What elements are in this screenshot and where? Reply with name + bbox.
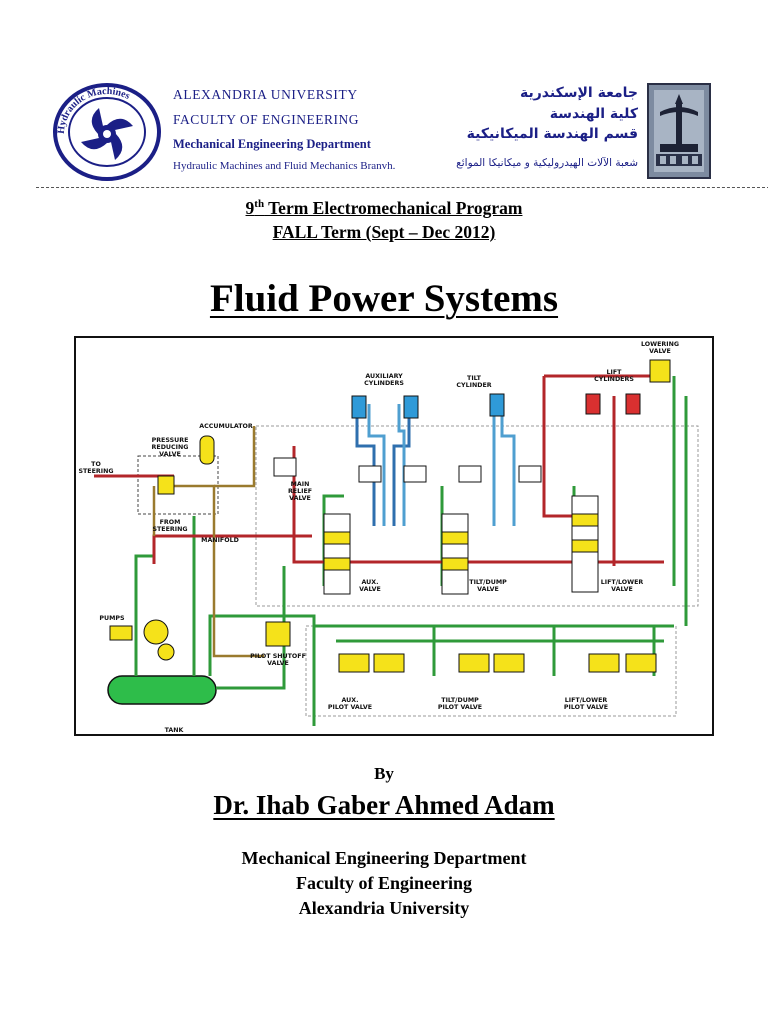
affiliation-university: Alexandria University: [298, 898, 470, 918]
label-aux-pilot-valve: AUX.PILOT VALVE: [328, 697, 372, 711]
document-title: Fluid Power Systems: [209, 277, 559, 320]
affiliation-department: Mechanical Engineering Department: [241, 848, 527, 868]
affiliation-faculty: Faculty of Engineering: [296, 873, 472, 893]
label-tank: TANK: [165, 727, 185, 734]
label-aux-valve: AUX.VALVE: [359, 579, 381, 593]
department-name-en: Mechanical Engineering Department: [173, 137, 371, 151]
department-name-ar: قسم الهندسة الميكانيكية: [466, 126, 638, 142]
label-pumps: PUMPS: [99, 615, 125, 622]
semester-heading: FALL Term (Sept – Dec 2012): [272, 222, 496, 242]
university-name-ar: جامعة الإسكندرية: [519, 85, 638, 101]
by-label: By: [374, 764, 394, 783]
label-accumulator: ACCUMULATOR: [199, 423, 253, 430]
alexandria-university-logo: [647, 83, 711, 179]
branch-name-en: Hydraulic Machines and Fluid Mechanics B…: [173, 160, 396, 172]
header-divider: [36, 187, 768, 188]
branch-name-ar: شعبة الآلات الهيدروليكية و ميكانيكا المو…: [456, 157, 638, 169]
faculty-name-ar: كلية الهندسة: [549, 106, 638, 122]
university-name-en: ALEXANDRIA UNIVERSITY: [173, 87, 358, 102]
term-heading: 9th Term Electromechanical Program: [245, 198, 523, 218]
faculty-name-en: FACULTY OF ENGINEERING: [173, 112, 359, 127]
label-manifold: MANIFOLD: [201, 537, 239, 544]
hydraulic-machines-logo: Hydraulic Machines: [53, 83, 161, 181]
author-name: Dr. Ihab Gaber Ahmed Adam: [213, 790, 555, 820]
